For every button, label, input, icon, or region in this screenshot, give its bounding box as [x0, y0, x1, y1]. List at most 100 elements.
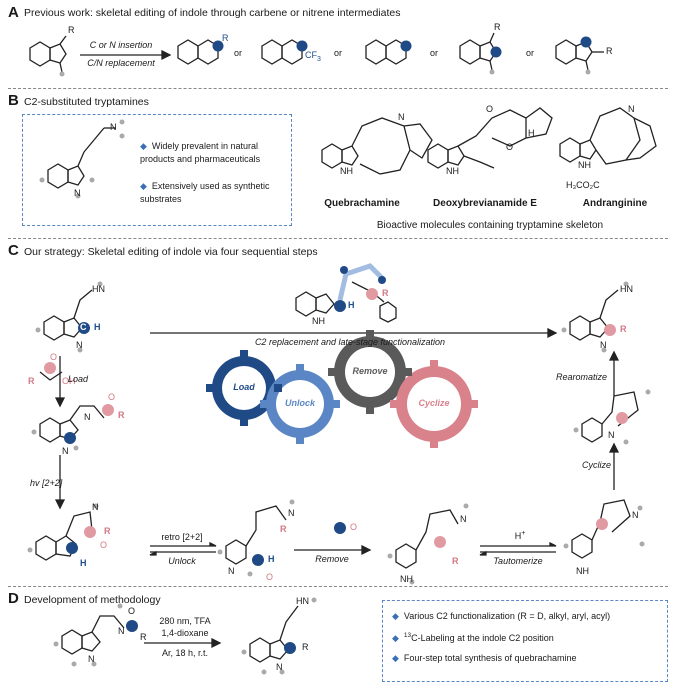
gear-cyclize-label: Cyclize — [418, 398, 450, 408]
c-int3-r: R — [280, 524, 287, 534]
c-int2-n: N — [92, 502, 99, 512]
c-int3-n2: N — [228, 566, 235, 576]
gear-unlock-icon — [266, 370, 334, 438]
bullet-prevalent: ◆Widely prevalent in natural products an… — [140, 141, 261, 164]
separator-cd — [8, 586, 668, 587]
or-label-4: or — [526, 48, 535, 58]
c-cyclize-label: Cyclize — [582, 460, 612, 470]
c-top-center-r: R — [382, 288, 389, 298]
c-top-center-h: H — [348, 300, 355, 310]
cf3-label: CF3 — [305, 50, 321, 63]
deoxy-nh: NH — [446, 166, 459, 176]
c-int2-r: R — [104, 526, 111, 536]
c-hv-label: hv [2+2] — [30, 478, 63, 488]
d-bullet-3: ◆Four-step total synthesis of quebracham… — [392, 653, 577, 663]
panel-a-letter: A — [8, 4, 19, 21]
gear-unlock-label: Unlock — [284, 398, 315, 408]
tryptamine-n-label: N — [110, 122, 117, 132]
compound-andranginine: Andranginine — [582, 198, 648, 209]
tryptamine-nh-label: N — [74, 188, 81, 198]
c-int2-h: H — [80, 558, 87, 568]
indole-r-label: R — [68, 25, 75, 35]
gear-remove-icon — [334, 336, 406, 408]
c-rearomatize-label: Rearomatize — [556, 372, 608, 382]
arrow-bottom-label: C/N replacement — [87, 58, 155, 68]
or-label-3: or — [430, 48, 439, 58]
c-int1-nh: N — [62, 446, 69, 456]
d-prod-r: R — [302, 642, 309, 652]
indazole-r-label: R — [494, 22, 501, 32]
arrow-top-label: C or N insertion — [89, 40, 153, 50]
panel-d-title: Development of methodology — [24, 594, 161, 606]
diamond-bullet-icon: ◆ — [140, 141, 147, 151]
compound-quebrachamine: Quebrachamine — [324, 198, 400, 209]
diamond-bullet-icon: ◆ — [140, 181, 147, 191]
tryptamine-info-box — [22, 114, 292, 226]
c-tautomerize-label: Tautomerize — [493, 556, 543, 566]
gear-load-icon — [212, 356, 276, 420]
c-int3-n: N — [288, 508, 295, 518]
d-sm-o: O — [128, 606, 136, 616]
or-label-2: or — [334, 48, 343, 58]
panel-d-letter: D — [8, 590, 19, 607]
compound-deoxybrevianamide: Deoxybrevianamide E — [433, 198, 537, 209]
quebrachamine-nh: NH — [340, 166, 353, 176]
diamond-bullet-icon: ◆ — [392, 653, 399, 663]
d-bullet-1: ◆Various C2 functionalization (R = D, al… — [392, 611, 611, 621]
c-acid-r: R — [28, 376, 35, 386]
c-int3-h: H — [268, 554, 275, 564]
diamond-bullet-icon: ◆ — [392, 633, 399, 643]
c-top-right-n: N — [600, 340, 607, 350]
d-condition-2: 1,4-dioxane — [161, 628, 209, 638]
gear-cyclize-icon — [396, 366, 472, 442]
separator-ab — [8, 88, 668, 89]
d-condition-3: Ar, 18 h, r.t. — [161, 648, 209, 658]
c-top-left-h: H — [94, 322, 101, 332]
c-int2-o: O — [100, 540, 108, 550]
d-sm-nh: N — [88, 654, 95, 664]
d-condition-1: 280 nm, TFA — [159, 616, 211, 626]
c-top-right-hn: HN — [620, 284, 633, 294]
deoxy-h: H — [528, 128, 535, 138]
quebrachamine-n: N — [398, 112, 405, 122]
panel-b-caption: Bioactive molecules containing tryptamin… — [376, 220, 604, 231]
panel-b-letter: B — [8, 92, 19, 109]
or-label-1: or — [234, 48, 243, 58]
c-int3-o: O — [266, 572, 274, 582]
c-int1-r: R — [118, 410, 125, 420]
c-int4-r: R — [452, 556, 459, 566]
separator-bc — [8, 238, 668, 239]
d-bullet-2: ◆13C-Labeling at the indole C2 position — [392, 632, 554, 643]
bullet-substrates: ◆Extensively used as synthetic substrate… — [140, 181, 270, 204]
panel-c-letter: C — [8, 242, 19, 259]
c-top-center-nh: NH — [312, 316, 325, 326]
c-co-o: O — [350, 522, 358, 532]
c-acid-o: O — [50, 352, 58, 362]
c-load-label: Load — [68, 374, 89, 384]
andranginine-n: N — [628, 104, 635, 114]
c-top-right-r: R — [620, 324, 627, 334]
methodology-box — [382, 600, 668, 682]
diamond-bullet-icon: ◆ — [392, 611, 399, 621]
panel-b-title: C2-substituted tryptamines — [24, 96, 149, 108]
quinoline-r-label: R — [222, 33, 229, 43]
deoxy-o2: O — [506, 142, 514, 152]
d-sm-n: N — [118, 626, 125, 636]
andranginine-nh: NH — [578, 160, 591, 170]
c-hplus-label: H+ — [514, 530, 526, 541]
c-int4-nh: NH — [400, 574, 413, 584]
d-prod-n: N — [276, 662, 283, 672]
c-int1-n: N — [84, 412, 91, 422]
c-retro-label: retro [2+2] — [161, 532, 203, 542]
panel-a-title: Previous work: skeletal editing of indol… — [24, 7, 401, 19]
deoxy-o1: O — [486, 104, 494, 114]
c-remove-label: Remove — [315, 554, 349, 564]
gear-load-label: Load — [233, 382, 255, 392]
c-top-arrow-label: C2 replacement and late-stage functional… — [254, 337, 446, 347]
c-unlock-label: Unlock — [168, 556, 196, 566]
benzimidazole-r-label: R — [606, 46, 613, 56]
c-acid-oh: OH — [62, 376, 76, 386]
